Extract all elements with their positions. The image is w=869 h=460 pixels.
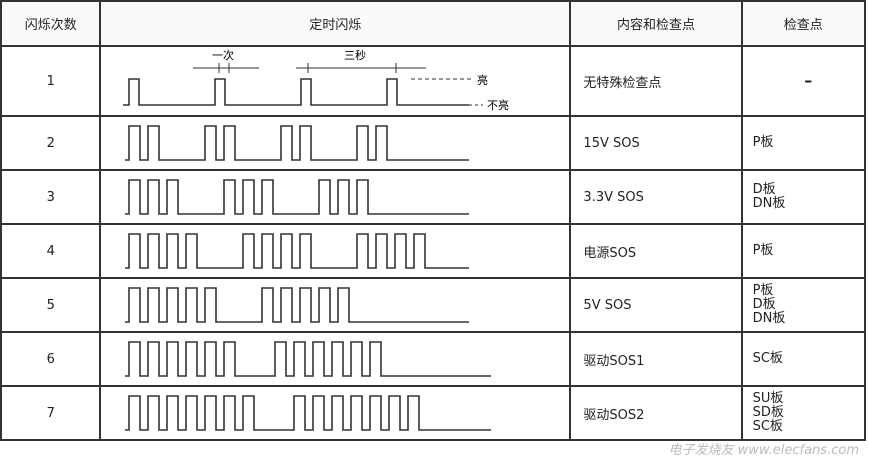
pulse-train: [123, 78, 470, 106]
waveform: 亮不亮 一次 三秒: [123, 48, 509, 112]
checkpoint-line: SU板: [752, 391, 784, 406]
checkpoint-cell: SC板: [740, 331, 867, 387]
checkpoint-line: SC板: [752, 351, 783, 366]
waveform-cell: [99, 277, 572, 333]
table-row: 6 驱动SOS1 SC板: [0, 331, 867, 387]
content-cell: 5V SOS: [569, 277, 743, 333]
flash-count: 3: [0, 169, 102, 225]
checkpoint-line: SC板: [752, 419, 783, 434]
pulse-train: [125, 233, 470, 269]
flash-count: 2: [0, 115, 102, 171]
flash-code-table: 闪烁次数 定时闪烁 内容和检查点 检查点 1 亮不亮 一次 三秒 无特殊检查点 – 2…: [0, 0, 867, 441]
waveform-cell: 亮不亮 一次 三秒: [99, 45, 572, 117]
checkpoint-line: P板: [752, 243, 774, 258]
content-cell: 驱动SOS1: [569, 331, 743, 387]
pulse-train: [125, 179, 470, 215]
table-header: 闪烁次数 定时闪烁 内容和检查点 检查点: [0, 0, 867, 47]
pulse-train: [125, 287, 470, 323]
pulse-train: [125, 395, 492, 431]
waveform: [125, 341, 492, 377]
content-cell: 电源SOS: [569, 223, 743, 279]
checkpoint-line: D板: [752, 297, 776, 312]
waveform-cell: [99, 223, 572, 279]
waveform: [125, 179, 470, 215]
checkpoint-line: SD板: [752, 405, 784, 420]
checkpoint-cell: P板: [740, 115, 867, 171]
header-timing: 定时闪烁: [99, 0, 572, 47]
waveform: [125, 395, 492, 431]
checkpoint-line: DN板: [752, 196, 786, 211]
on-label: 亮: [477, 73, 488, 87]
content-cell: 驱动SOS2: [569, 385, 743, 441]
header-content: 内容和检查点: [569, 0, 743, 47]
content-cell: 3.3V SOS: [569, 169, 743, 225]
content-cell: 15V SOS: [569, 115, 743, 171]
waveform: [125, 287, 470, 323]
content-cell: 无特殊检查点: [569, 45, 743, 117]
checkpoint-cell: P板: [740, 223, 867, 279]
waveform-cell: [99, 115, 572, 171]
table-row: 4 电源SOS P板: [0, 223, 867, 279]
table-row: 1 亮不亮 一次 三秒 无特殊检查点 –: [0, 45, 867, 117]
flash-count: 1: [0, 45, 102, 117]
three-sec-label: 三秒: [344, 48, 366, 62]
pulse-train: [125, 341, 492, 377]
flash-count: 7: [0, 385, 102, 441]
flash-count: 4: [0, 223, 102, 279]
checkpoint-line: –: [804, 71, 813, 90]
waveform-cell: [99, 331, 572, 387]
header-count: 闪烁次数: [0, 0, 102, 47]
table-row: 2 15V SOS P板: [0, 115, 867, 171]
checkpoint-line: D板: [752, 182, 776, 197]
pulse-train: [125, 125, 470, 161]
checkpoint-line: P板: [752, 283, 774, 298]
checkpoint-line: DN板: [752, 311, 786, 326]
waveform-cell: [99, 169, 572, 225]
header-checkpoint: 检查点: [740, 0, 867, 47]
waveform: [125, 125, 470, 161]
flash-count: 6: [0, 331, 102, 387]
off-label: 不亮: [487, 98, 509, 112]
checkpoint-cell: –: [740, 45, 867, 117]
waveform-cell: [99, 385, 572, 441]
flash-count: 5: [0, 277, 102, 333]
waveform: [125, 233, 470, 269]
checkpoint-line: P板: [752, 135, 774, 150]
once-label: 一次: [212, 48, 234, 62]
watermark: 电子发烧友 www.elecfans.com: [668, 443, 859, 458]
